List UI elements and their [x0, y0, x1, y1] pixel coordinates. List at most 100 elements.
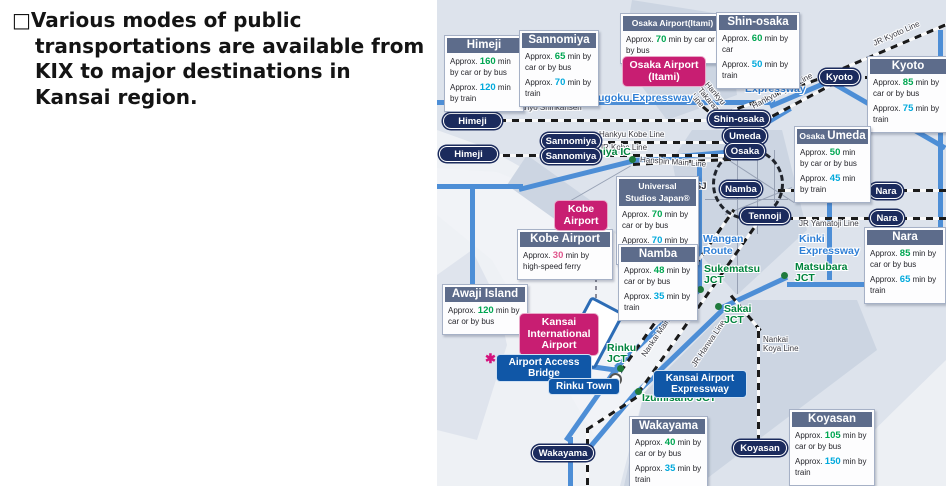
road-facility-label-kansai-airport-expwy: Kansai Airport Expressway	[653, 370, 747, 399]
expressway-line	[437, 184, 523, 189]
city-line	[737, 234, 738, 294]
rail-line	[900, 189, 946, 192]
travel-time-line: Approx. 45 min by train	[800, 172, 856, 195]
info-box-title: Kobe Airport	[520, 232, 610, 248]
expressway-line	[697, 160, 702, 290]
travel-time-line: Approx. 105 min by car or by bus	[795, 430, 867, 452]
asterisk-marker: ✱	[485, 351, 496, 366]
junction-dot	[617, 365, 624, 372]
info-box-title: Koyasan	[792, 412, 872, 428]
junction-dot	[697, 286, 704, 293]
station-shin-osaka: Shin-osaka	[708, 111, 770, 127]
junction-label-rinku-jct: Rinku JCT	[607, 342, 637, 366]
road-label-kinki: Kinki Expressway	[799, 233, 860, 257]
station-sannomiya-2: Sannomiya	[541, 148, 601, 164]
expressway-line	[827, 150, 832, 280]
station-namba: Namba	[720, 181, 762, 197]
junction-label-sukematsu-jct: Sukematsu JCT	[704, 263, 761, 287]
info-box-title: Osaka Umeda	[797, 129, 868, 145]
junction-label-matsubara-jct: Matsubara JCT	[795, 261, 848, 285]
intro-line: transportations are available from	[35, 33, 425, 58]
travel-time-line: Approx. 70 min by car or by bus	[622, 209, 689, 231]
road-label-chugoku: Chugoku Expressway	[584, 92, 694, 104]
rail-line	[499, 119, 712, 122]
travel-time-line: Approx. 50 min by car or by bus	[800, 147, 857, 169]
expressway-line	[470, 187, 475, 304]
junction-dot	[715, 303, 722, 310]
station-tennoji: Tennoji	[740, 208, 790, 224]
intro-line: □Various modes of public	[12, 8, 302, 32]
rail-label-sanyo: Sanyo Shinkansen	[515, 103, 582, 112]
expressway-line	[437, 100, 775, 105]
rail-line	[595, 141, 733, 144]
info-box-title: Awaji Island	[445, 287, 525, 303]
airport-label-itami-pink: Osaka Airport (Itami)	[622, 56, 706, 88]
travel-time-line: Approx. 85 min by car or by bus	[873, 77, 940, 99]
travel-time-line: Approx. 70 min by train	[525, 76, 592, 99]
station-koyasan: Koyasan	[733, 440, 787, 456]
travel-time-line: Approx. 30 min by high-speed ferry	[523, 250, 590, 272]
info-box-title: Himeji	[447, 38, 521, 54]
station-osaka: Osaka	[725, 143, 765, 159]
travel-time-line: Approx. 120 min by train	[450, 81, 511, 104]
info-box-title: Sannomiya	[522, 33, 596, 49]
rail-label-hankyu-kobe: Hankyu Kobe Line	[599, 130, 665, 139]
rail-label-yamatoji: JR Yamatoji Line	[799, 219, 859, 228]
rail-line	[900, 217, 946, 220]
rail-line	[786, 217, 872, 220]
info-box-body: Approx. 30 min by high-speed ferry	[520, 247, 610, 277]
intro-line: Kansai region.	[35, 84, 198, 109]
airport-label-kix-pink: Kansai International Airport	[519, 313, 599, 356]
travel-time-line: Approx. 65 min by car or by bus	[525, 51, 592, 73]
info-box-title: Kyoto	[870, 59, 946, 75]
junction-dot	[635, 388, 642, 395]
info-box-title: Shin-osaka	[719, 15, 797, 31]
travel-time-line: Approx. 75 min by train	[873, 102, 940, 125]
info-box-title: Osaka Airport(Itami)	[623, 16, 722, 32]
travel-time-line: Approx. 150 min by train	[795, 455, 867, 478]
rail-line	[477, 154, 729, 157]
station-himeji-2: Himeji	[439, 146, 498, 162]
expressway-line	[938, 30, 943, 293]
station-wakayama: Wakayama	[532, 445, 594, 461]
info-box-body: Approx. 120 min by car or by bus	[445, 302, 525, 332]
airport-label-kobe-airport-pink: Kobe Airport	[554, 200, 608, 232]
info-box-title: Universal Studios Japan®	[619, 179, 696, 207]
travel-time-line: Approx. 60 min by car	[722, 33, 789, 55]
travel-time-line: Approx. 35 min by train	[635, 462, 702, 485]
rail-label-jr-kobe: JR Kobe Line	[599, 143, 648, 152]
station-nara-2: Nara	[870, 210, 904, 226]
travel-time-line: Approx. 85 min by car or by bus	[870, 248, 937, 270]
junction-dot	[781, 272, 788, 279]
station-umeda: Umeda	[723, 128, 767, 144]
station-himeji-1: Himeji	[443, 113, 502, 129]
info-box-title: Nara	[867, 230, 943, 246]
travel-time-line: Approx. 50 min by train	[722, 58, 789, 81]
road-facility-label-rinku-town: Rinku Town	[548, 378, 620, 396]
info-box-body: Approx. 70 min by car or by bus	[623, 31, 722, 61]
station-nara-1: Nara	[869, 183, 903, 199]
info-box-title: Wakayama	[632, 419, 705, 435]
travel-time-line: Approx. 65 min by train	[870, 273, 937, 296]
info-box-itami: Osaka Airport(Itami)Approx. 70 min by ca…	[620, 13, 725, 64]
road-facility-label-access-bridge: Airport Access Bridge	[496, 354, 592, 383]
station-kyoto: Kyoto	[819, 69, 860, 85]
travel-time-line: Approx. 120 min by car or by bus	[448, 305, 520, 327]
travel-time-line: Approx. 40 min by car or by bus	[635, 437, 702, 459]
